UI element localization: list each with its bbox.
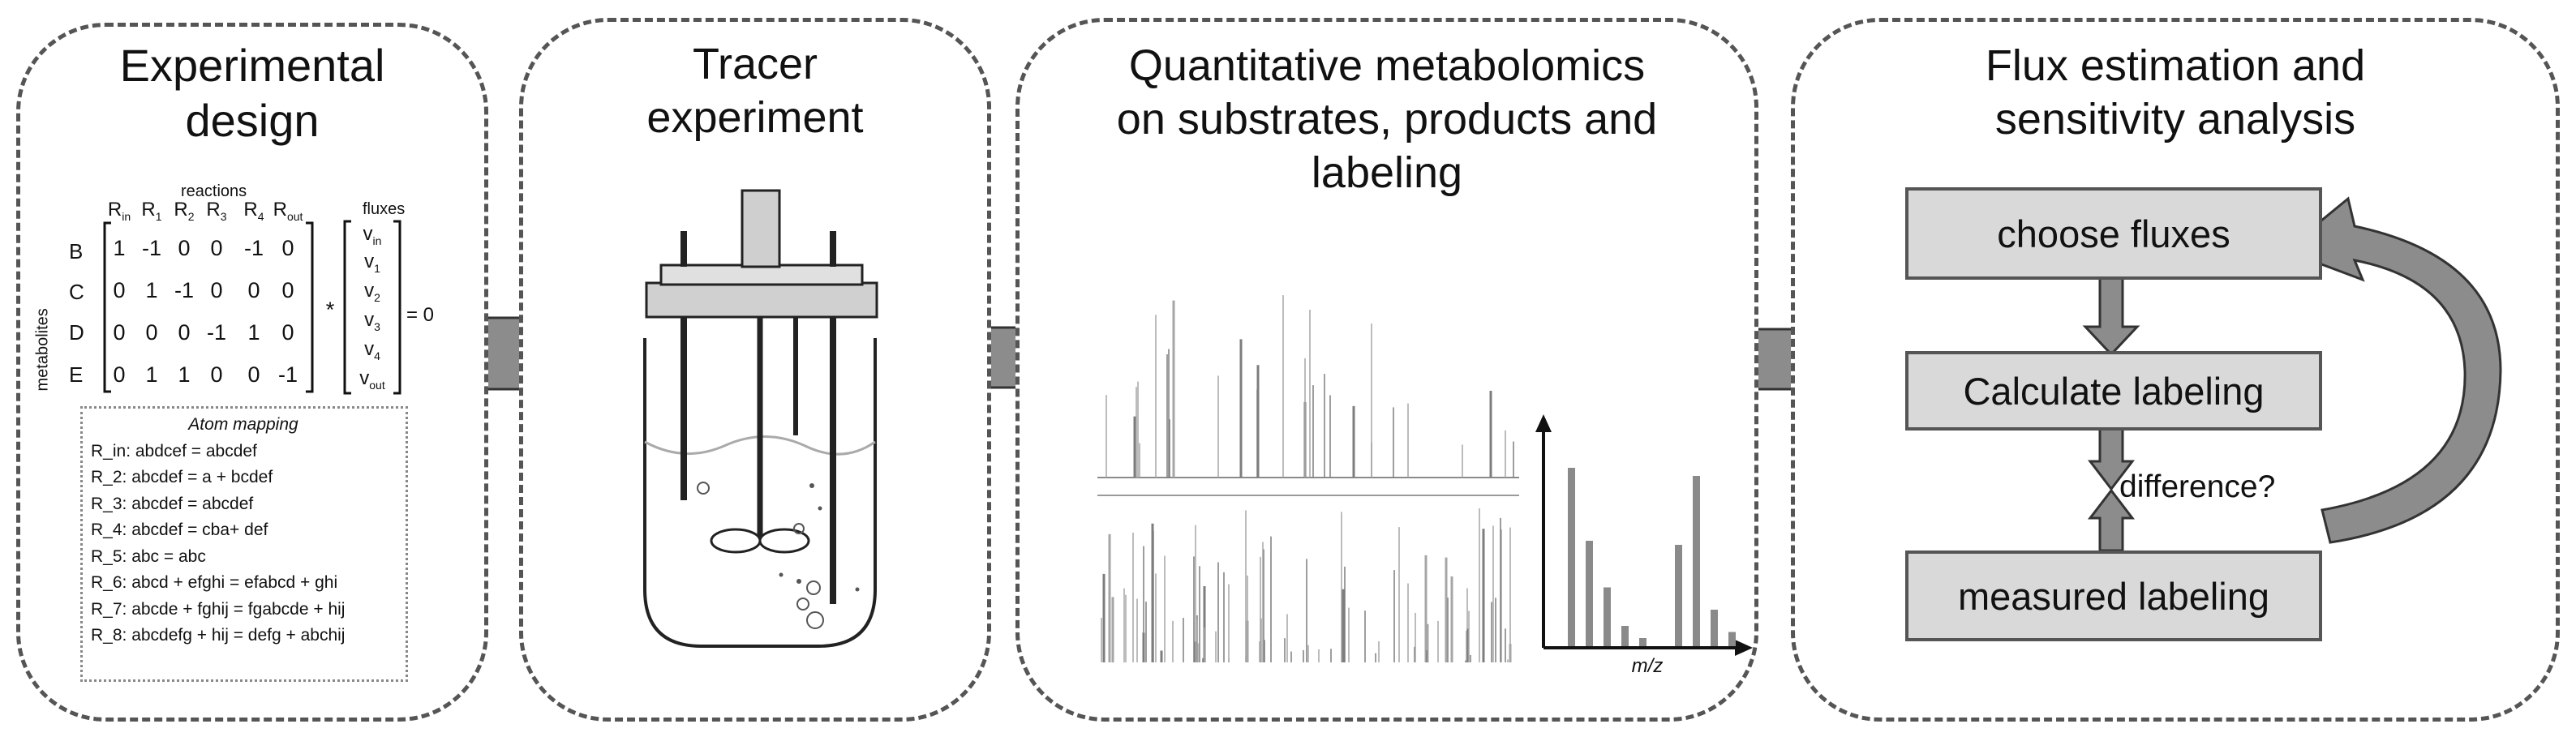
arrow-to-difference [2087,427,2136,491]
spectrum-bar [1693,476,1700,646]
atom-mapping-box: Atom mapping R_in: abdcef = abcdef R_2: … [80,406,408,682]
matrix-cell: 0 [178,320,191,345]
spectrum-bar [1604,587,1611,646]
matrix-cell: -1 [141,236,161,260]
atom-mapping-entry: R_5: abc = abc [91,546,206,566]
matrix-cell: 1 [178,362,191,387]
mass-spectrum: m/z [1535,414,1753,675]
atom-mapping-entry: R_8: abcdefg + hij = defg + abchij [91,626,346,645]
col-header: R2 [174,199,195,223]
feedback-arrow [2282,196,2502,544]
title-line: Experimental [119,40,385,91]
flux-loop-arrows [2082,196,2502,552]
choose-fluxes-box: choose fluxes [1905,187,2322,280]
chromatogram-peaks [1101,295,1514,662]
matrix-cell: 0 [210,278,223,302]
col-header: R1 [141,199,162,223]
atom-mapping-entry: R_4: abcdef = cba+ def [91,521,268,539]
title-line: sensitivity analysis [1994,94,2356,144]
title-line: Quantitative metabolomics [1128,41,1646,90]
col-header: Rout [273,199,303,223]
panel-flux-estimation: Flux estimation and sensitivity analysis… [1791,18,2560,722]
panel-title: Tracer experiment [523,38,987,145]
flux-vector-entry: v2 [364,280,380,304]
col-header: Rin [107,199,131,223]
flux-vector-entry: vin [363,223,382,247]
panel-title: Flux estimation and sensitivity analysis [1795,40,2556,147]
matrix-cell: 0 [210,362,223,387]
matrix-cell: -1 [174,278,194,302]
spectrum-bars [1568,468,1736,646]
matrix-brackets [103,220,401,395]
atom-mapping-entry: R_2: abcdef = a + bcdef [91,468,273,486]
matrix-cell: -1 [243,236,264,260]
bioreactor-illustration [643,189,878,648]
matrix-cell: 1 [113,236,126,260]
row-label: D [69,320,84,345]
row-label: B [69,239,84,263]
matrix-cell: -1 [277,362,298,387]
atom-mapping-entry: R_3: abcdef = abcdef [91,494,254,513]
flux-vector-entry: vout [359,367,385,392]
matrix-cell: 0 [281,278,294,302]
matrix-cell: 0 [247,362,260,387]
equals-zero: = 0 [406,304,435,326]
matrix-cell: 0 [113,320,126,345]
arrow-from-measured [2087,488,2136,552]
atom-mapping-entry: R_7: abcde + fghij = fgabcde + hij [91,599,346,619]
title-line: experiment [646,92,864,142]
matrix-cell: 0 [178,236,191,260]
chromatogram [1097,295,1519,662]
title-line: Tracer [692,40,818,88]
x-axis-label: m/z [1632,655,1664,675]
matrix-cell: 1 [145,278,158,302]
matrix-cell: 0 [281,320,294,345]
flux-vector-entry: v3 [364,309,380,333]
fluxes-label: fluxes [363,200,406,218]
calculate-labeling-box: Calculate labeling [1905,351,2322,431]
matrix-cell: 1 [247,320,260,345]
row-label: E [69,362,84,387]
flux-vector-entry: v1 [364,251,380,275]
title-line: Flux estimation and [1985,41,2366,90]
multiply-operator: * [325,298,335,322]
matrix-cell: -1 [206,320,226,345]
spectrum-bar [1621,626,1629,646]
panel-title: Experimental design [20,38,484,149]
matrix-cell: 0 [281,236,294,260]
spectrum-bar [1675,545,1682,646]
y-axis-arrowhead [1535,414,1552,432]
atom-mapping-entry: R_in: abdcef = abcdef [91,441,257,461]
flux-vector-entry: v4 [364,338,380,362]
panel-tracer-experiment: Tracer experiment [519,18,991,722]
matrix-cell: 0 [113,278,126,302]
difference-label: difference? [2119,469,2276,504]
measured-labeling-box: measured labeling [1905,551,2322,641]
x-axis-arrowhead [1735,640,1753,656]
matrix-cell: 0 [113,362,126,387]
panel-title: Quantitative metabolomics on substrates,… [1020,40,1754,200]
title-line: on substrates, products and [1116,94,1658,144]
col-header: R3 [206,199,227,223]
title-line: labeling [1311,148,1463,197]
col-header: R4 [243,199,264,223]
reactions-label: reactions [181,182,247,200]
panel-experimental-design: Experimental design reactions fluxes met… [16,23,488,722]
matrix-cell: 0 [145,320,158,345]
matrix-cell: 0 [210,236,223,260]
spectrum-bar [1639,638,1646,646]
matrix-cell: 1 [145,362,158,387]
atom-mapping-title: Atom mapping [188,415,298,434]
atom-mapping-entry: R_6: abcd + efghi = efabcd + ghi [91,573,338,592]
title-line: design [185,95,320,147]
spectrum-bar [1568,468,1575,646]
arrow-down [2082,276,2140,357]
matrix-cell: 0 [247,278,260,302]
spectrum-bar [1728,632,1736,646]
spectrum-bar [1711,610,1718,646]
row-label: C [69,280,84,304]
panel-quantitative-metabolomics: Quantitative metabolomics on substrates,… [1015,18,1758,722]
spectrum-bar [1586,541,1593,646]
